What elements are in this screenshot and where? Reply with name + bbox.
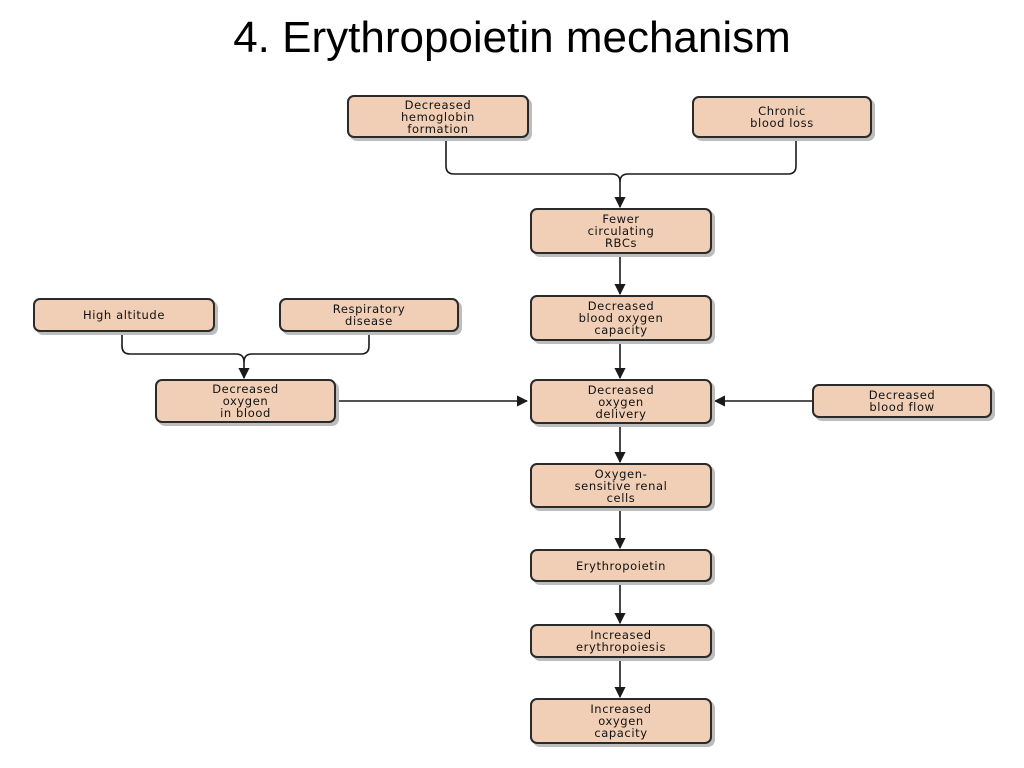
- connector-respiratory-to-oxygen-in-blood: [243, 332, 370, 363]
- node-decreased-blood-oxygen-capacity: Decreased blood oxygen capacity: [530, 295, 712, 341]
- node-increased-erythropoiesis: Increased erythropoiesis: [530, 624, 712, 658]
- page-title: 4. Erythropoietin mechanism: [233, 13, 791, 62]
- node-decreased-hemoglobin-formation: Decreased hemoglobin formation: [347, 95, 529, 138]
- node-decreased-blood-flow: Decreased blood flow: [812, 384, 992, 418]
- connector-hemoglobin-to-rbcs: [445, 138, 626, 209]
- node-oxygen-sensitive-renal-cells: Oxygen- sensitive renal cells: [530, 463, 712, 508]
- connector-altitude-to-oxygen-in-blood: [121, 332, 250, 380]
- node-high-altitude: High altitude: [33, 298, 215, 332]
- node-fewer-circulating-rbcs: Fewer circulating RBCs: [530, 208, 712, 254]
- node-decreased-oxygen-in-blood: Decreased oxygen in blood: [155, 379, 336, 423]
- node-decreased-oxygen-delivery: Decreased oxygen delivery: [530, 379, 712, 424]
- node-erythropoietin: Erythropoietin: [530, 549, 712, 582]
- node-increased-oxygen-capacity: Increased oxygen capacity: [530, 698, 712, 744]
- connector-bloodloss-to-rbcs: [619, 138, 797, 183]
- node-respiratory-disease: Respiratory disease: [279, 298, 459, 332]
- node-chronic-blood-loss: Chronic blood loss: [692, 96, 872, 138]
